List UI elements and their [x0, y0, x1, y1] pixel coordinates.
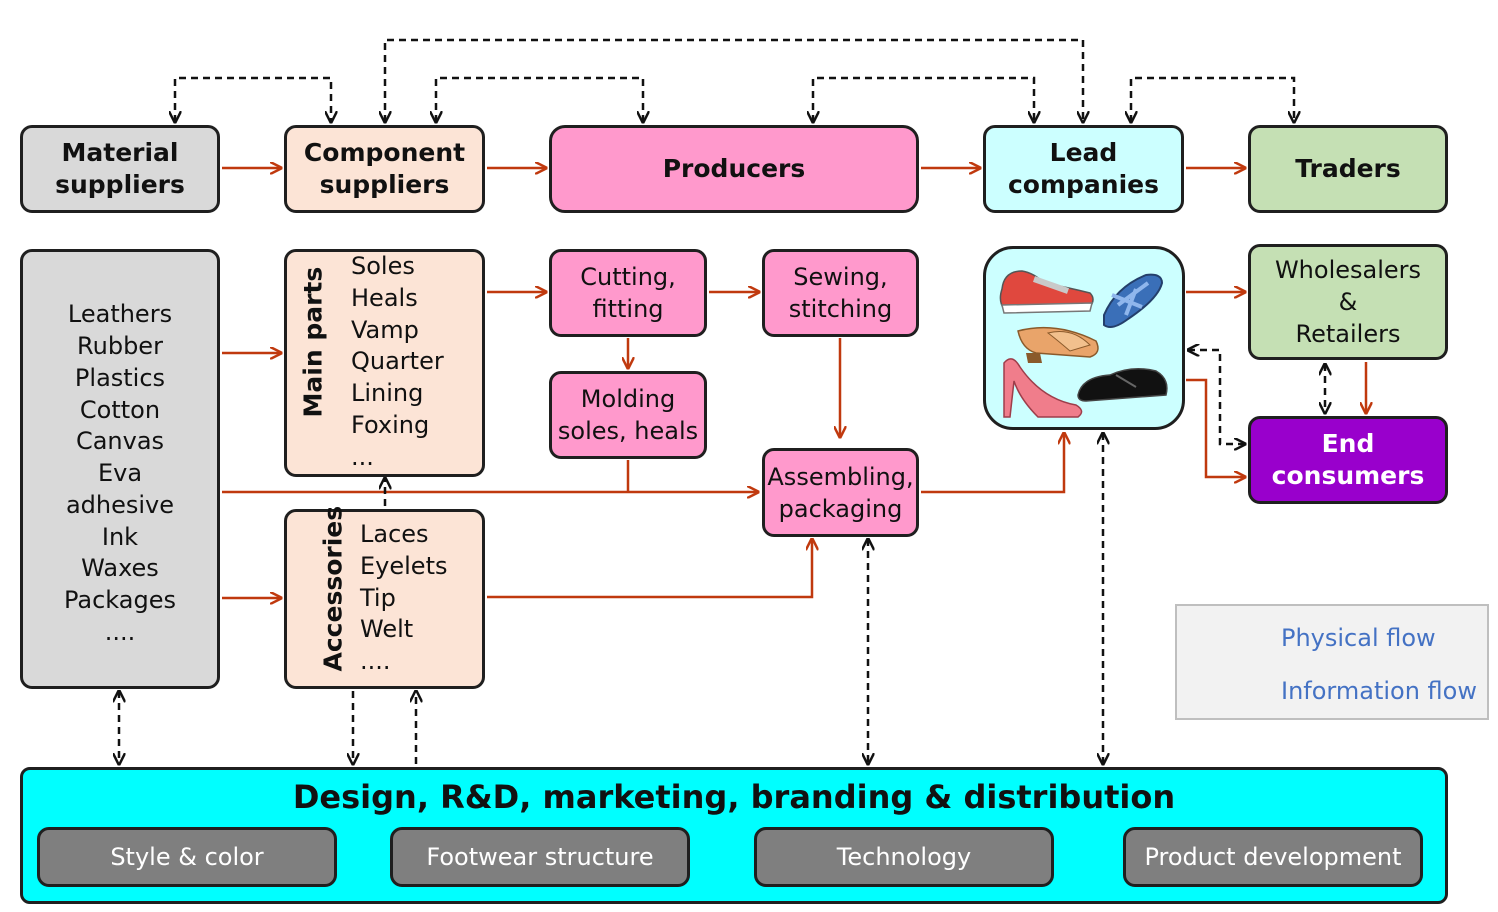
main-part-item: Heals: [351, 283, 418, 312]
component-suppliers-label: Component suppliers: [303, 138, 466, 199]
cutting-label: Cutting, fitting: [580, 263, 676, 323]
producers-box: Producers: [549, 125, 919, 213]
wholesalers-retailers-box: Wholesalers & Retailers: [1248, 244, 1448, 360]
molding-label: Molding soles, heals: [557, 385, 699, 445]
material-suppliers-box: Material suppliers: [20, 125, 220, 213]
product-development-pill: Product development: [1123, 827, 1423, 887]
traders-label: Traders: [1295, 154, 1401, 183]
main-part-item: Foxing: [351, 410, 430, 439]
footwear-structure-pill: Footwear structure: [390, 827, 690, 887]
accessories-box: [284, 509, 485, 689]
accessories-label: Accessories: [318, 505, 348, 672]
accessory-item: Welt: [360, 615, 414, 644]
accessories-list: Laces Eyelets Tip Welt ....: [360, 519, 447, 678]
info-arrow-component-producers: [436, 76, 643, 122]
accessory-item: ....: [360, 647, 391, 676]
accessory-item: Eyelets: [360, 551, 448, 580]
main-part-item: Vamp: [351, 315, 419, 344]
flow-legend: Physical flow Information flow: [1175, 604, 1489, 720]
info-arrow-material-component: [175, 76, 331, 122]
end-consumers-box: End consumers: [1248, 416, 1448, 504]
technology-pill: Technology: [754, 827, 1054, 887]
end-consumers-label: End consumers: [1271, 429, 1425, 490]
material-item: Ink: [101, 522, 139, 551]
design-rd-bar: Design, R&D, marketing, branding & distr…: [20, 767, 1448, 904]
accessory-item: Laces: [360, 520, 429, 548]
mule-icon: [1017, 326, 1099, 363]
material-item: Plastics: [74, 363, 166, 392]
assembling-label: Assembling, packaging: [767, 462, 914, 523]
materials-box: Leathers Rubber Plastics Cotton Canvas E…: [20, 249, 220, 689]
assembling-box: Assembling, packaging: [762, 448, 919, 537]
footwear-products-box: [983, 246, 1185, 430]
high-heel-icon: [1003, 358, 1083, 418]
main-part-item: Lining: [351, 379, 424, 408]
main-part-item: Soles: [351, 252, 415, 280]
main-parts-box: [284, 249, 485, 477]
info-arrow-producers-lead: [813, 76, 1034, 122]
main-part-item: Quarter: [351, 347, 444, 376]
molding-box: Molding soles, heals: [549, 371, 707, 459]
lead-companies-box: Lead companies: [983, 125, 1184, 213]
info-arrow-shoes-consumers: [1188, 350, 1245, 444]
material-item: Eva: [97, 459, 143, 488]
material-item: Leathers: [67, 300, 173, 329]
style-color-pill: Style & color: [37, 827, 337, 887]
wholesalers-retailers-label: Wholesalers & Retailers: [1274, 256, 1422, 348]
producers-label: Producers: [662, 154, 806, 183]
material-item: ....: [104, 618, 136, 647]
oxford-shoe-icon: [1077, 368, 1168, 402]
component-suppliers-box: Component suppliers: [284, 125, 485, 213]
main-parts-label: Main parts: [298, 266, 328, 418]
material-suppliers-label: Material suppliers: [55, 138, 185, 199]
material-item: adhesive: [65, 490, 175, 519]
info-arrow-lead-traders: [1131, 76, 1294, 122]
accessory-item: Tip: [360, 583, 396, 612]
material-item: Rubber: [77, 331, 163, 360]
sewing-box: Sewing, stitching: [762, 249, 919, 337]
physical-arrow-accessories-assembling: [487, 539, 812, 599]
sandal-icon: [1103, 273, 1164, 328]
traders-box: Traders: [1248, 125, 1448, 213]
material-item: Canvas: [75, 427, 165, 456]
physical-arrow-shoes-consumers: [1186, 378, 1245, 477]
design-rd-title: Design, R&D, marketing, branding & distr…: [292, 778, 1176, 816]
material-item: Waxes: [81, 554, 159, 583]
physical-arrow-assembling-shoes: [921, 433, 1064, 494]
info-arrow-component-lead: [385, 38, 1083, 122]
material-item: Cotton: [79, 395, 161, 424]
main-part-item: ...: [351, 442, 374, 471]
sewing-label: Sewing, stitching: [788, 263, 893, 323]
legend-physical-label: Physical flow: [1281, 624, 1436, 652]
material-item: Packages: [64, 586, 176, 615]
sneaker-icon: [999, 270, 1094, 314]
lead-companies-label: Lead companies: [1007, 138, 1159, 199]
main-parts-list: Soles Heals Vamp Quarter Lining Foxing .…: [351, 251, 444, 474]
cutting-box: Cutting, fitting: [549, 249, 707, 337]
shoes-illustration: [999, 270, 1168, 418]
materials-list: Leathers Rubber Plastics Cotton Canvas E…: [64, 299, 176, 649]
legend-information-label: Information flow: [1281, 677, 1477, 705]
